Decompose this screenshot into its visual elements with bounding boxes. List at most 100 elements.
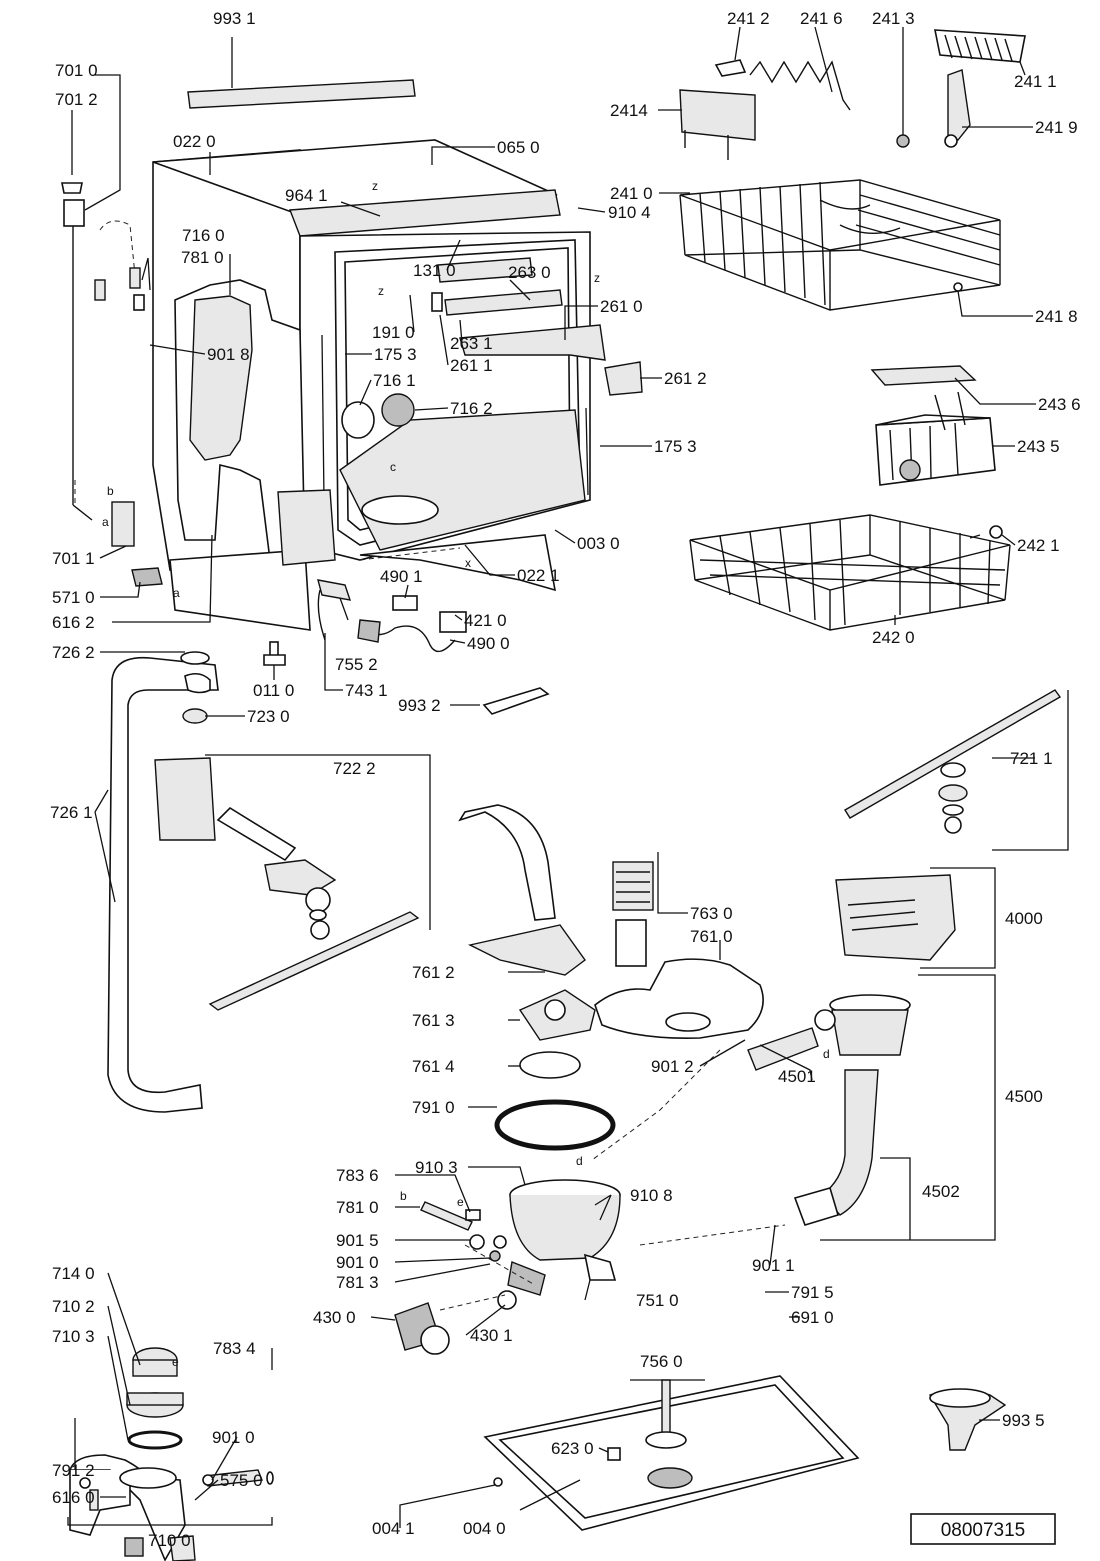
callout-791-0: 791 0 (412, 1098, 455, 1117)
callout-011-0: 011 0 (253, 681, 294, 700)
document-number-frame (910, 1513, 1056, 1545)
letter-z-1: z (378, 284, 384, 298)
callout-710-2: 710 2 (52, 1297, 95, 1316)
callout-616-0: 616 0 (52, 1488, 95, 1507)
callout-243-5: 243 5 (1017, 437, 1060, 456)
callout-756-0: 756 0 (640, 1352, 683, 1371)
callout-242-0: 242 0 (872, 628, 915, 647)
callout-791-5: 791 5 (791, 1283, 834, 1302)
callout-910-4: 910 4 (608, 203, 651, 222)
callout-4502: 4502 (922, 1182, 960, 1201)
callout-716-1: 716 1 (373, 371, 416, 390)
callout-901-0-b: 901 0 (212, 1428, 255, 1447)
callout-701-2: 701 2 (55, 90, 98, 109)
callout-783-4: 783 4 (213, 1339, 256, 1358)
baskets-drawing (679, 29, 1026, 631)
letter-c: c (390, 460, 396, 474)
spray-system-drawing (107, 651, 1062, 1355)
softener-drawing (68, 1347, 274, 1561)
document-number-box: 08007315 (910, 1513, 1056, 1545)
callout-783-6: 783 6 (336, 1166, 379, 1185)
callout-726-1: 726 1 (50, 803, 93, 822)
callout-726-2: 726 2 (52, 643, 95, 662)
callout-430-1: 430 1 (470, 1326, 513, 1345)
callout-241-8: 241 8 (1035, 307, 1078, 326)
callout-4000: 4000 (1005, 909, 1043, 928)
callout-243-6: 243 6 (1038, 395, 1081, 414)
callout-701-1: 701 1 (52, 549, 95, 568)
letter-a-2: a (173, 586, 180, 600)
callout-242-1: 242 1 (1017, 536, 1060, 555)
callout-490-1: 490 1 (380, 567, 423, 586)
callout-003-0: 003 0 (577, 534, 620, 553)
leader-lines (67, 26, 1069, 1528)
callout-751-0: 751 0 (636, 1291, 679, 1310)
callout-761-3: 761 3 (412, 1011, 455, 1030)
callout-490-0: 490 0 (467, 634, 510, 653)
letter-d-1: d (823, 1047, 830, 1061)
letter-e-2: e (172, 1355, 179, 1369)
callout-716-0: 716 0 (182, 226, 225, 245)
callout-004-0: 004 0 (463, 1519, 506, 1538)
letter-b-2: b (400, 1189, 407, 1203)
callout-241-3: 241 3 (872, 9, 915, 28)
callout-761-4: 761 4 (412, 1057, 455, 1076)
callout-261-1: 261 1 (450, 356, 493, 375)
callout-191-0: 191 0 (372, 323, 415, 342)
callout-722-2: 722 2 (333, 759, 376, 778)
callout-721-1: 721 1 (1010, 749, 1053, 768)
callout-755-2: 755 2 (335, 655, 378, 674)
base-drawing (483, 1375, 1007, 1531)
letter-e-1: e (457, 1195, 464, 1209)
callout-993-5: 993 5 (1002, 1411, 1045, 1430)
document-number: 08007315 (941, 1520, 1026, 1541)
callout-241-0: 241 0 (610, 184, 653, 203)
callout-964-1: 964 1 (285, 186, 328, 205)
callout-791-2: 791 2 (52, 1461, 95, 1480)
callout-701-0: 701 0 (55, 61, 98, 80)
callout-241-9: 241 9 (1035, 118, 1078, 137)
callout-2414: 2414 (610, 101, 648, 120)
callout-901-5: 901 5 (336, 1231, 379, 1250)
letter-x: x (465, 556, 471, 570)
callout-263-0: 263 0 (508, 263, 551, 282)
callout-910-8: 910 8 (630, 1186, 673, 1205)
callout-763-0: 763 0 (690, 904, 733, 923)
callout-261-0: 261 0 (600, 297, 643, 316)
callout-993-1: 993 1 (213, 9, 256, 28)
callout-022-0: 022 0 (173, 132, 216, 151)
callout-901-2: 901 2 (651, 1057, 694, 1076)
callout-781-3: 781 3 (336, 1273, 379, 1292)
callout-575-0: 575 0 (220, 1471, 263, 1490)
callout-241-6: 241 6 (800, 9, 843, 28)
callout-241-1: 241 1 (1014, 72, 1057, 91)
callout-241-2: 241 2 (727, 9, 770, 28)
callout-781-0-bot: 781 0 (336, 1198, 379, 1217)
callout-901-8: 901 8 (207, 345, 250, 364)
callout-022-1: 022 1 (517, 566, 560, 585)
callout-261-2: 261 2 (664, 369, 707, 388)
callout-004-1: 004 1 (372, 1519, 415, 1538)
callout-781-0-top: 781 0 (181, 248, 224, 267)
callout-710-3: 710 3 (52, 1327, 95, 1346)
letter-a-1: a (102, 515, 109, 529)
letter-z-3: z (372, 179, 378, 193)
callout-430-0: 430 0 (313, 1308, 356, 1327)
callout-716-2: 716 2 (450, 399, 493, 418)
callout-993-2: 993 2 (398, 696, 441, 715)
callout-910-3: 910 3 (415, 1158, 458, 1177)
callout-263-1: 263 1 (450, 334, 493, 353)
callout-4501: 4501 (778, 1067, 816, 1086)
callout-175-3-a: 175 3 (374, 345, 417, 364)
callout-761-0: 761 0 (690, 927, 733, 946)
callout-065-0: 065 0 (497, 138, 540, 157)
callout-743-1: 743 1 (345, 681, 388, 700)
callout-901-0-a: 901 0 (336, 1253, 379, 1272)
cabinet-drawing (61, 79, 643, 715)
callout-421-0: 421 0 (464, 611, 507, 630)
callout-714-0: 714 0 (52, 1264, 95, 1283)
callout-691-0: 691 0 (791, 1308, 834, 1327)
connection-letters: b a a z z z c x d d b e e (102, 179, 830, 1369)
letter-d-2: d (576, 1154, 583, 1168)
